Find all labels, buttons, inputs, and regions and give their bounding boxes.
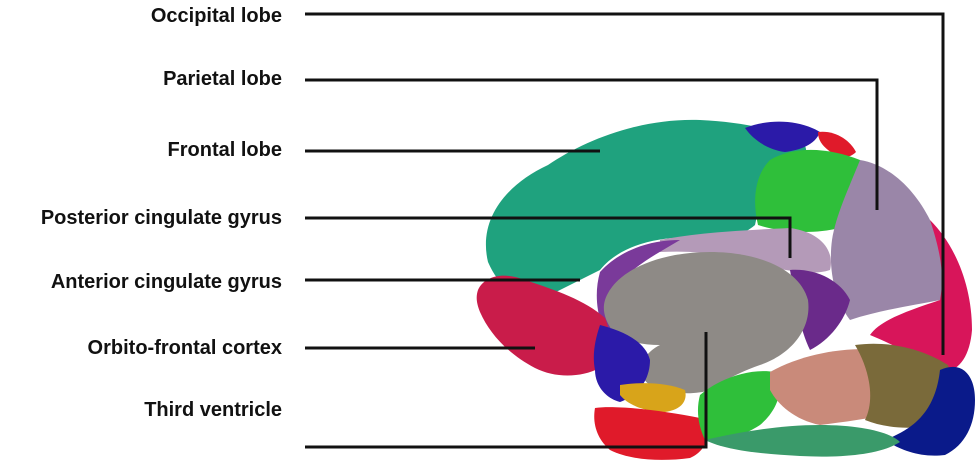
third-ventricle-label: Third ventricle	[144, 399, 282, 421]
red-top-region	[818, 131, 856, 158]
yellow-region	[620, 383, 686, 412]
parietal-lobe-region	[830, 160, 945, 320]
posterior-cingulate-leader-line	[305, 216, 792, 258]
frontal-lobe-label: Frontal lobe	[167, 139, 282, 161]
parietal-leader-line	[305, 78, 879, 210]
orbitofrontal-label: Orbito-frontal cortex	[87, 337, 282, 359]
temporal-brown-region	[855, 343, 952, 428]
dark-purple-region	[790, 269, 850, 350]
parietal-lobe-label: Parietal lobe	[163, 68, 282, 90]
leader-lines	[305, 12, 945, 449]
corpus-callosum-region	[603, 252, 809, 394]
frontal-lobe-region	[485, 119, 807, 300]
occipital-leader-line	[305, 12, 945, 355]
anterior-cingulate-label: Anterior cingulate gyrus	[50, 271, 282, 293]
posterior-cingulate-region	[660, 228, 831, 273]
bottom-band-region	[705, 425, 900, 457]
blue-top-region	[745, 121, 820, 152]
navy-bottom-region	[885, 366, 975, 456]
occipital-lobe-region	[870, 220, 972, 372]
occipital-lobe-label: Occipital lobe	[150, 5, 282, 27]
posterior-cingulate-label: Posterior cingulate gyrus	[40, 207, 282, 229]
anterior-cingulate-region	[596, 240, 680, 340]
third-ventricle-leader-line	[305, 332, 708, 449]
lower-purple-region	[593, 325, 650, 402]
green-parietal-region	[755, 149, 864, 232]
orbitofrontal-region	[476, 275, 610, 376]
green-lower-region	[697, 371, 780, 441]
red-lower-region	[594, 407, 707, 460]
